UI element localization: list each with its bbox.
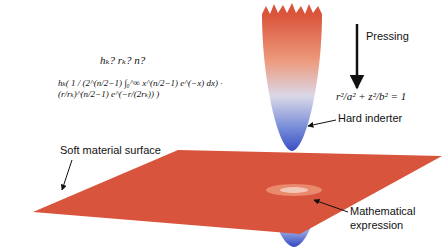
label: Hard inderter bbox=[338, 112, 402, 124]
leader-line bbox=[308, 120, 336, 126]
label: Soft material surface bbox=[60, 144, 161, 156]
hard-indenter bbox=[262, 14, 322, 151]
leader-line bbox=[314, 200, 348, 212]
dent-rim bbox=[266, 184, 322, 196]
dent-center bbox=[280, 187, 308, 193]
label: Pressing bbox=[366, 30, 409, 42]
indenter-rough-top bbox=[262, 3, 322, 14]
label: r²/a² + z²/b² = 1 bbox=[336, 90, 406, 102]
soft-surface bbox=[33, 150, 442, 234]
label: hₖ? rₖ? n? bbox=[100, 54, 145, 67]
pressing-arrow bbox=[356, 24, 359, 88]
label: Mathematical expression bbox=[350, 205, 420, 233]
label: hₖ( 1 / (2^(n/2−1) ∫₀^∞ x^(n/2−1) e^(−x)… bbox=[58, 78, 258, 101]
leader-line bbox=[62, 160, 72, 190]
